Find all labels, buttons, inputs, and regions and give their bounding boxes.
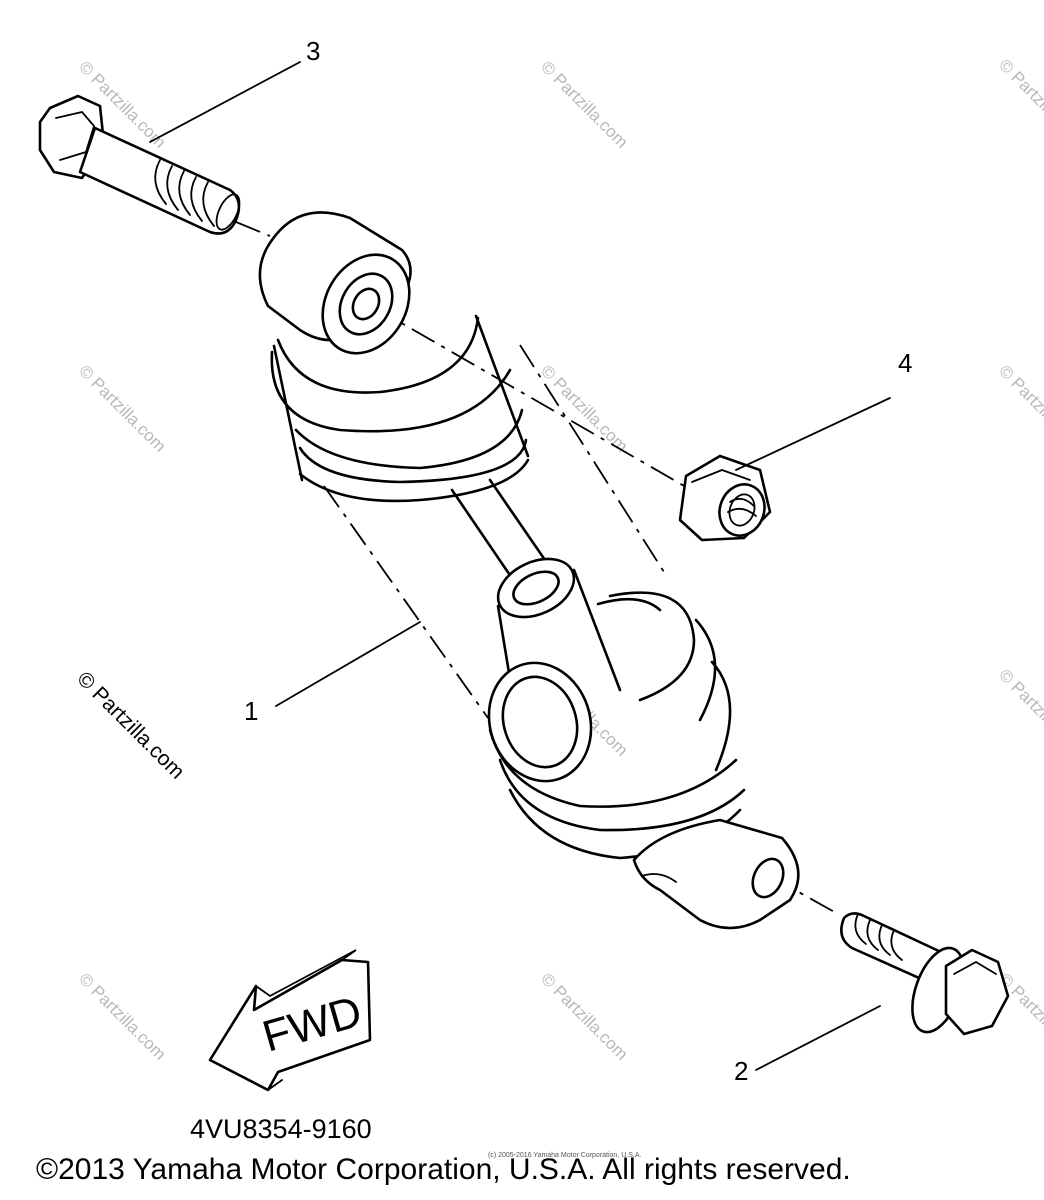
watermark: © Partzilla.com	[995, 55, 1044, 149]
shock-absorber-icon	[258, 211, 800, 930]
leader-lines	[149, 61, 891, 1071]
bolt-upper-icon	[38, 94, 241, 235]
watermark: © Partzilla.com	[537, 57, 631, 151]
callout-4: 4	[898, 348, 912, 378]
copyright-notice: ©2013 Yamaha Motor Corporation, U.S.A. A…	[36, 1153, 851, 1186]
watermark: © Partzilla.com	[75, 969, 169, 1063]
callout-2: 2	[734, 1056, 748, 1086]
watermark-main: © Partzilla.com	[72, 667, 188, 783]
bolt-lower-icon	[840, 912, 1010, 1036]
nut-icon	[678, 454, 772, 542]
watermark: © Partzilla.com	[995, 665, 1044, 759]
watermark: © Partzilla.com	[537, 969, 631, 1063]
callout-3: 3	[306, 36, 320, 66]
callout-1: 1	[244, 696, 258, 726]
part-code: 4VU8354-9160	[190, 1114, 372, 1144]
watermark: © Partzilla.com	[75, 361, 169, 455]
watermark: © Partzilla.com	[995, 361, 1044, 455]
tiny-copyright: (c) 2005-2016 Yamaha Motor Corporation, …	[488, 1152, 642, 1159]
forward-arrow-icon: FWD	[208, 949, 372, 1092]
